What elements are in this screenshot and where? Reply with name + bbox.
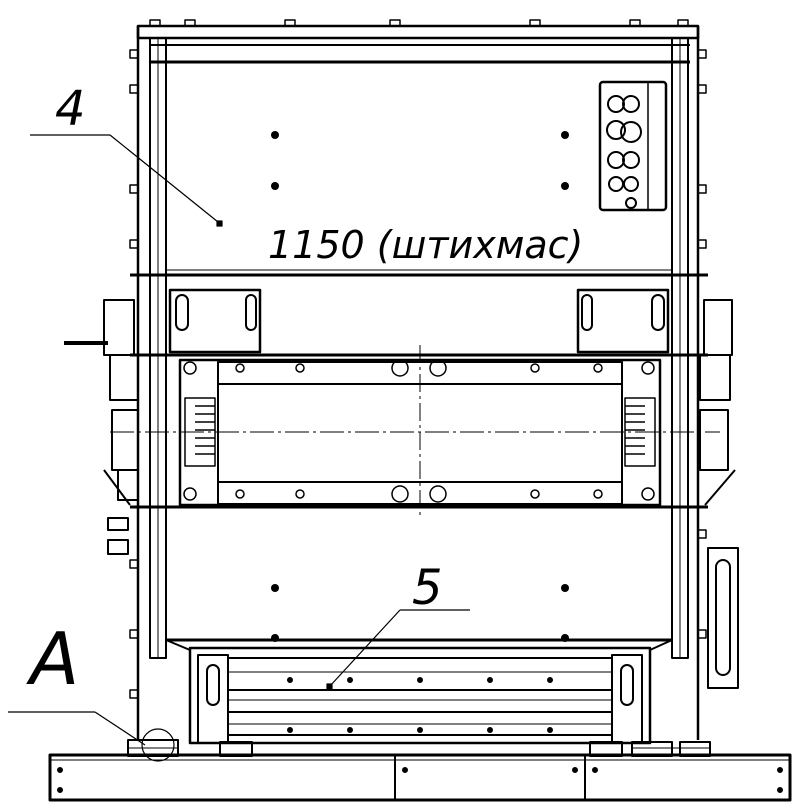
dimension-note: 1150 (штихмас) xyxy=(268,223,583,267)
right-side-mechanism xyxy=(699,299,739,689)
lower-panel xyxy=(166,584,672,642)
upper-panel xyxy=(130,131,708,277)
view-a-label: A xyxy=(26,617,79,701)
base-frame xyxy=(48,739,792,802)
connector-block xyxy=(598,80,668,212)
left-side-mechanism xyxy=(64,299,139,555)
left-bracket xyxy=(168,288,262,354)
roller-assembly xyxy=(165,639,673,745)
callout-4-label: 4 xyxy=(55,81,86,137)
central-box xyxy=(110,345,720,515)
callout-4-leader xyxy=(30,134,223,227)
callout-5-label: 5 xyxy=(412,560,443,616)
main-housing xyxy=(129,19,707,740)
callout-5-leader xyxy=(326,609,470,690)
view-a-leader xyxy=(8,711,175,762)
right-bracket xyxy=(576,288,670,354)
